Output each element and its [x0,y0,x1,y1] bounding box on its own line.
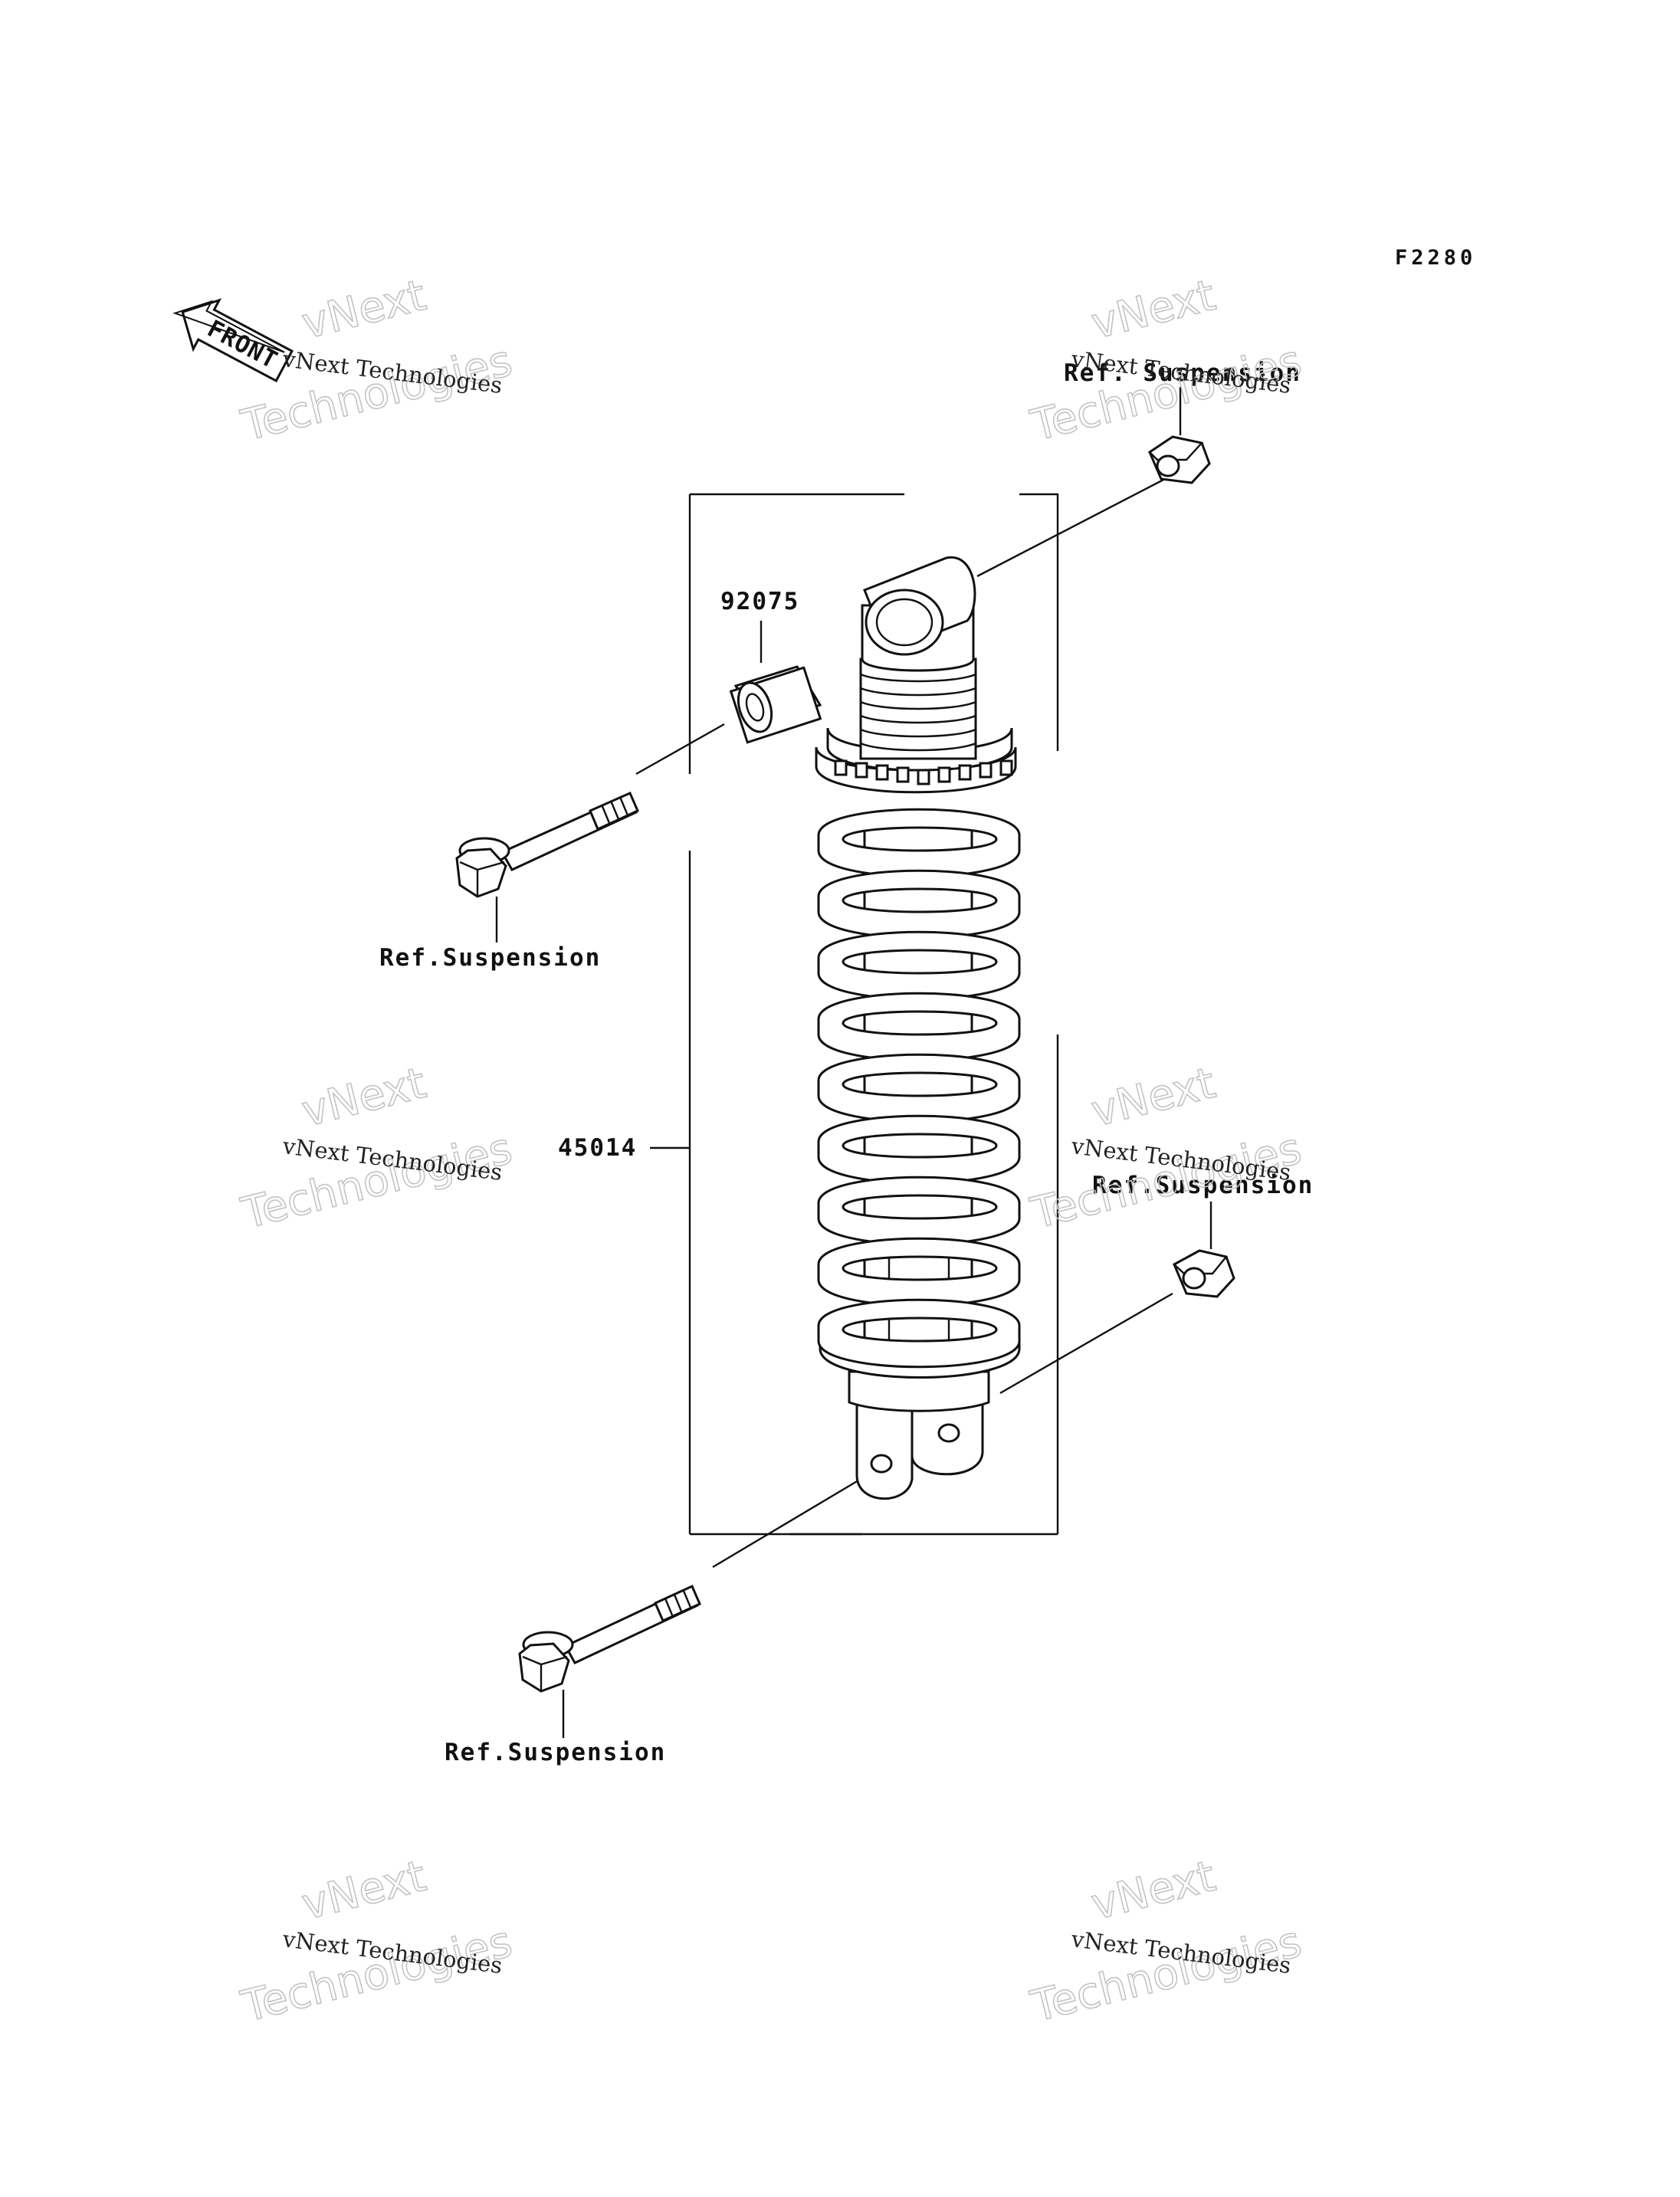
adjuster-notch [979,762,993,779]
spring-coil [817,1114,1021,1185]
svg-text:vNext: vNext [1087,271,1220,349]
part-number-92075: 92075 [720,588,799,615]
watermark-middle-right: vNext Technologies vNext Technologies [1025,1058,1307,1239]
spring-coil [817,1176,1021,1246]
svg-text:vNext: vNext [1087,1058,1220,1137]
lower-nut [1172,1249,1235,1298]
upper-bolt [455,792,639,898]
rod-thread [860,714,976,724]
spring-coil [817,869,1021,939]
spring-coil [817,1237,1021,1307]
adjuster-notch [896,766,910,783]
adjuster-notch [999,759,1013,776]
ref-lower-bolt: Ref.Suspension [445,1739,666,1766]
adjuster-notch [917,769,930,785]
lower-nut-axis-line [999,1292,1173,1395]
lower-bolt-axis-line [712,1470,874,1569]
svg-text:vNext: vNext [297,1058,431,1137]
adjuster-notch [937,766,951,783]
lower-bolt [518,1584,701,1693]
rod-thread [860,687,976,697]
rod-threads [860,673,976,752]
rod-thread [860,673,976,683]
ref-upper-nut: Ref. Suspension [1064,359,1301,387]
svg-text:vNext: vNext [297,271,431,349]
upper-nut-axis-line [976,477,1166,578]
svg-text:vNext: vNext [297,1851,431,1930]
adjuster-notch [958,764,972,781]
collar-axis-line [635,723,725,776]
spring-coil [817,1298,1021,1369]
front-arrow-icon: FRONT [172,298,294,383]
rod-thread [860,742,976,752]
ref-lower-nut: Ref.Suspension [1092,1172,1314,1199]
collar-92075 [729,665,822,744]
upper-nut [1148,435,1211,484]
spring-coil [817,930,1021,1001]
watermark-bottom-right: vNext Technologies vNext Technologies [1025,1851,1307,2032]
adjuster-notch [875,764,889,781]
rod-thread [860,700,976,710]
spring-coils [817,808,1021,1369]
shock-absorber-45014 [815,556,1021,1500]
adjuster-notches [834,759,1013,785]
adjuster-notch [834,759,848,776]
assembly-bracket [688,493,1059,1536]
adjuster-notch [855,762,868,779]
spring-coil [817,992,1021,1062]
svg-text:vNext: vNext [1087,1851,1220,1930]
spring-coil [817,1053,1021,1123]
watermark-middle-left: vNext Technologies vNext Technologies [236,1058,517,1239]
drawing-code: F2280 [1395,246,1476,270]
part-number-45014: 45014 [558,1134,637,1162]
watermark-bottom-left: vNext Technologies vNext Technologies [236,1851,517,2032]
spring-coil [817,808,1021,878]
ref-upper-bolt: Ref.Suspension [379,944,601,972]
rod-thread [860,728,976,738]
